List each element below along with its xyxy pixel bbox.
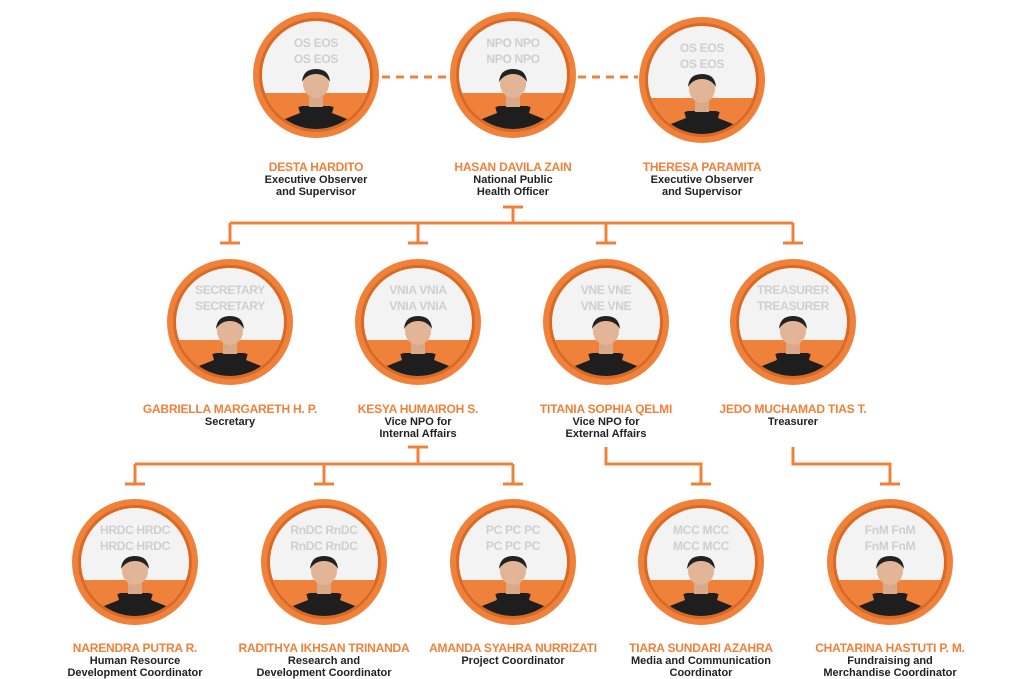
- connector-npo-to-vice: [220, 205, 803, 245]
- member-photo: PC PC PC PC PC PC: [449, 498, 577, 626]
- member-name: TITANIA SOPHIA QELMI: [539, 402, 673, 416]
- member-role: Secretary: [204, 416, 256, 428]
- backdrop-text: OS EOS: [680, 57, 725, 71]
- member-photo: RnDC RnDC RnDC RnDC: [260, 498, 388, 626]
- backdrop-text: VNIA VNIA: [389, 299, 447, 313]
- backdrop-text: SECRETARY: [195, 283, 265, 297]
- backdrop-text: PC PC PC: [486, 523, 541, 537]
- member-name: DESTA HARDITO: [268, 160, 364, 174]
- member-role: National Public Health Officer: [473, 174, 553, 198]
- member-photo: VNE VNE VNE VNE: [542, 258, 670, 386]
- member-card: JEDO MUCHAMAD TIAS T.Treasurer: [693, 402, 893, 428]
- member-name: KESYA HUMAIROH S.: [357, 402, 479, 416]
- member-role: Human Resource Development Coordinator: [67, 655, 203, 679]
- member-role: Fundraising and Merchandise Coordinator: [823, 655, 957, 679]
- member-photo: NPO NPO NPO NPO: [449, 11, 577, 139]
- backdrop-text: NPO NPO: [486, 52, 539, 66]
- member-role: Treasurer: [767, 416, 819, 428]
- member-name: TIARA SUNDARI AZAHRA: [629, 641, 773, 655]
- member-photo: OS EOS OS EOS: [638, 16, 766, 144]
- member-photo: HRDC HRDC HRDC HRDC: [71, 498, 199, 626]
- member-role: Vice NPO for Internal Affairs: [379, 416, 457, 440]
- member-card: GABRIELLA MARGARETH H. P.Secretary: [130, 402, 330, 428]
- backdrop-text: TREASURER: [757, 283, 830, 297]
- member-name: GABRIELLA MARGARETH H. P.: [142, 402, 318, 416]
- backdrop-text: FnM FnM: [865, 523, 916, 537]
- connector-external-affairs: [604, 447, 711, 486]
- backdrop-text: VNIA VNIA: [389, 283, 447, 297]
- backdrop-text: FnM FnM: [865, 539, 916, 553]
- backdrop-text: SECRETARY: [195, 299, 265, 313]
- member-photo: FnM FnM FnM FnM: [826, 498, 954, 626]
- backdrop-text: NPO NPO: [486, 36, 539, 50]
- backdrop-text: VNE VNE: [581, 299, 632, 313]
- member-role: Media and Communication Coordinator: [631, 655, 771, 679]
- backdrop-text: PC PC PC: [486, 539, 541, 553]
- backdrop-text: VNE VNE: [581, 283, 632, 297]
- member-photo: MCC MCC MCC MCC: [637, 498, 765, 626]
- backdrop-text: OS EOS: [294, 36, 339, 50]
- member-name: CHATARINA HASTUTI P. M.: [815, 641, 965, 655]
- member-photo: VNIA VNIA VNIA VNIA: [354, 258, 482, 386]
- member-role: Vice NPO for External Affairs: [565, 416, 647, 440]
- connector-internal-affairs: [125, 445, 523, 486]
- member-role: Executive Observer and Supervisor: [650, 174, 754, 198]
- member-name: JEDO MUCHAMAD TIAS T.: [719, 402, 867, 416]
- member-role: Executive Observer and Supervisor: [264, 174, 368, 198]
- member-photo: SECRETARY SECRETARY: [166, 258, 294, 386]
- backdrop-text: RnDC RnDC: [290, 539, 358, 553]
- member-name: AMANDA SYAHRA NURRIZATI: [429, 641, 597, 655]
- backdrop-text: MCC MCC: [673, 539, 730, 553]
- member-name: RADITHYA IKHSAN TRINANDA: [238, 641, 410, 655]
- connector-treasurer: [791, 447, 900, 486]
- member-card: NARENDRA PUTRA R.Human Resource Developm…: [35, 641, 235, 679]
- backdrop-text: RnDC RnDC: [290, 523, 358, 537]
- member-photo: OS EOS OS EOS: [252, 11, 380, 139]
- backdrop-text: TREASURER: [757, 299, 830, 313]
- member-role: Project Coordinator: [461, 655, 565, 667]
- member-photo: TREASURER TREASURER: [729, 258, 857, 386]
- member-card: KESYA HUMAIROH S.Vice NPO for Internal A…: [318, 402, 518, 440]
- backdrop-text: MCC MCC: [673, 523, 730, 537]
- member-name: NARENDRA PUTRA R.: [72, 641, 198, 655]
- backdrop-text: HRDC HRDC: [100, 523, 171, 537]
- member-name: THERESA PARAMITA: [642, 160, 762, 174]
- backdrop-text: OS EOS: [294, 52, 339, 66]
- member-name: HASAN DAVILA ZAIN: [454, 160, 572, 174]
- backdrop-text: OS EOS: [680, 41, 725, 55]
- member-card: CHATARINA HASTUTI P. M.Fundraising and M…: [790, 641, 990, 679]
- backdrop-text: HRDC HRDC: [100, 539, 171, 553]
- member-role: Research and Development Coordinator: [256, 655, 392, 679]
